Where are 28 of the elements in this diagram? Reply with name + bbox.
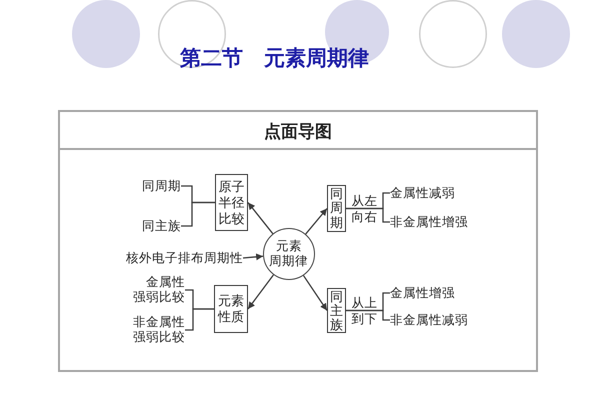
topic-circle: 元素周期律 <box>263 228 315 280</box>
branch-label: 非金属性增强 <box>390 214 468 230</box>
panel-heading: 点面导图 <box>264 122 332 142</box>
arrow <box>305 208 328 234</box>
edge-label: 从上到下 <box>350 294 378 326</box>
topic-box: 原子半径比较 <box>215 174 248 231</box>
branch-label: 核外电子排布周期性 <box>126 250 243 266</box>
arrow <box>248 202 274 234</box>
branch-label: 同周期 <box>142 178 181 194</box>
branch-label: 同主族 <box>142 218 181 234</box>
diagram-panel <box>58 110 538 372</box>
edge-label: 从左向右 <box>350 192 378 224</box>
connector-line <box>346 310 390 321</box>
arrow <box>302 275 328 311</box>
branch-label: 非金属性减弱 <box>390 312 468 328</box>
branch-label: 金属性减弱 <box>390 185 455 201</box>
connector-line <box>185 308 214 331</box>
arrow <box>247 274 274 310</box>
topic-box: 元素性质 <box>214 285 248 333</box>
branch-label: 金属性增强 <box>390 285 455 301</box>
topic-box: 同周期 <box>327 185 346 232</box>
arrow <box>242 253 264 260</box>
connector-line <box>346 208 390 223</box>
page-title: 第二节 元素周期律 <box>180 45 369 71</box>
connector-line <box>181 202 215 227</box>
topic-box: 同主族 <box>327 288 346 333</box>
branch-label: 非金属性强弱比较 <box>130 315 185 345</box>
branch-label: 金属性强弱比较 <box>130 275 185 305</box>
